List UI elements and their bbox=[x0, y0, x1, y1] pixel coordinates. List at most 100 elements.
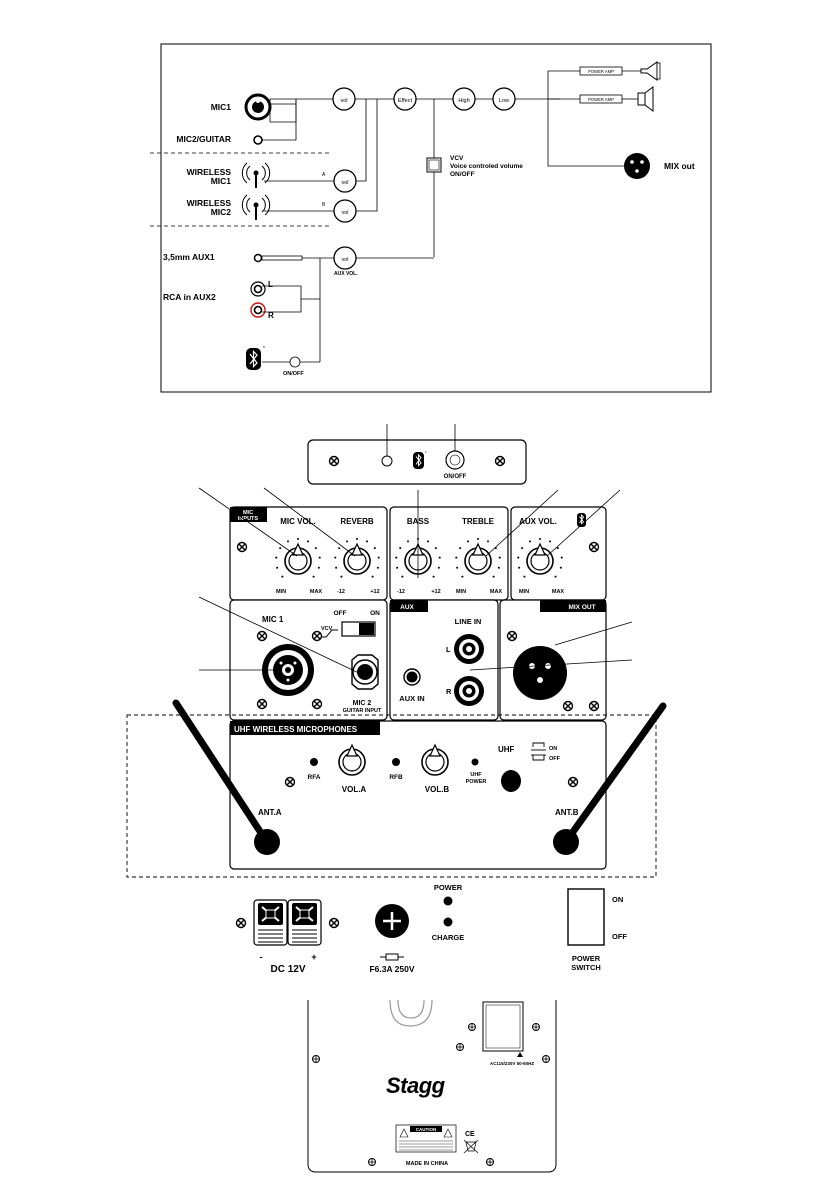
uhf-power-label-2: POWER bbox=[466, 779, 487, 785]
line-in-l-jack[interactable] bbox=[454, 634, 484, 664]
knob-scale-dot bbox=[334, 556, 337, 559]
uhf-power-button[interactable] bbox=[501, 770, 521, 792]
knob-scale-dot bbox=[276, 566, 279, 569]
knob-scale-dots bbox=[275, 538, 563, 578]
mic-inputs-label-2: INPUTS bbox=[238, 516, 259, 522]
mic-vol-max: MAX bbox=[310, 589, 323, 595]
rca-r-jack-icon bbox=[250, 302, 266, 318]
bt-power-button[interactable] bbox=[445, 450, 465, 470]
weee-bin-icon bbox=[463, 1139, 479, 1154]
dc-terminal-minus[interactable] bbox=[253, 899, 288, 946]
knob-scale-dot bbox=[376, 566, 379, 569]
vcv-onoff: ON/OFF bbox=[450, 171, 475, 178]
aux-vol-max: MAX bbox=[552, 589, 565, 595]
treble-min: MIN bbox=[456, 589, 466, 595]
knob-scale-dot bbox=[335, 566, 338, 569]
bt-indicator-led bbox=[381, 455, 393, 467]
uhf-on-label: ON bbox=[549, 746, 557, 752]
mix-out-xlr-jack[interactable] bbox=[513, 646, 567, 700]
control-panel: MIC INPUTS MIC VOL. REVERB BASS TREBLE A… bbox=[198, 487, 633, 721]
svg-text:vol: vol bbox=[340, 98, 347, 104]
ac-rating: AC115/230V 50-60HZ bbox=[490, 1061, 535, 1066]
bt-onoff-switch-icon bbox=[289, 356, 301, 368]
mic1-label: MIC 1 bbox=[262, 615, 284, 624]
knob-scale-dot bbox=[346, 540, 348, 543]
knob-scale-dot bbox=[487, 540, 489, 543]
knob-scale-dot bbox=[518, 566, 521, 569]
svg-text:CAUTION: CAUTION bbox=[416, 1127, 437, 1132]
bt-panel-bluetooth-icon: * bbox=[413, 450, 427, 469]
mic2-jack-icon bbox=[253, 135, 263, 145]
uhf-on-icon bbox=[531, 742, 546, 751]
mic2-guitar-label: MIC2/GUITAR bbox=[176, 134, 231, 144]
aux-tab bbox=[390, 600, 428, 612]
back-handle-icon bbox=[389, 999, 433, 1027]
power-row: - + DC 12V F6.3A 250V POWER CHARGE ON OF… bbox=[235, 883, 627, 975]
callout-lines bbox=[198, 487, 633, 676]
uhf-power-label-1: UHF bbox=[470, 772, 482, 778]
knob-scale-dot bbox=[401, 575, 404, 578]
ant-a-label: ANT.A bbox=[258, 808, 282, 817]
aux-in-jack[interactable] bbox=[403, 668, 421, 686]
wireless-a-vol-knob-node: vol bbox=[333, 169, 357, 193]
charge-led bbox=[443, 917, 453, 927]
dc-plus-label: + bbox=[311, 952, 316, 962]
knob-scale-dot bbox=[427, 540, 429, 543]
aux-vol-knob-node: vol bbox=[333, 246, 357, 270]
knob-scale-dot bbox=[437, 566, 440, 569]
antenna-a[interactable] bbox=[172, 699, 280, 855]
knob-scale-dot bbox=[377, 556, 380, 559]
knob-scale-dot bbox=[529, 540, 531, 543]
knob-scale-dot bbox=[560, 556, 563, 559]
knob-scale-dot bbox=[407, 540, 409, 543]
svg-text:POWER AMP: POWER AMP bbox=[588, 97, 614, 102]
knob-scale-dot bbox=[399, 547, 402, 550]
mic1-combo-jack[interactable] bbox=[262, 644, 314, 696]
rfb-led bbox=[392, 758, 400, 766]
knob-scale-dot bbox=[371, 575, 374, 578]
bluetooth-icon: * bbox=[246, 346, 265, 370]
svg-text:vol: vol bbox=[341, 257, 348, 263]
made-in-china: MADE IN CHINA bbox=[406, 1161, 448, 1167]
mic1-label: MIC1 bbox=[211, 102, 232, 112]
knob-scale-dot bbox=[523, 575, 526, 578]
antenna-b[interactable] bbox=[553, 702, 667, 855]
ac-inlet[interactable] bbox=[482, 1001, 524, 1052]
vcv-label: VCV bbox=[450, 155, 464, 162]
fuse-holder[interactable] bbox=[375, 904, 409, 938]
knob-scale-dot bbox=[366, 540, 368, 543]
vcv-curve-icon bbox=[320, 629, 338, 638]
rfa-label: RFA bbox=[308, 774, 321, 781]
knob-scale-dot bbox=[539, 538, 541, 540]
mic-inputs-tab bbox=[230, 507, 267, 522]
line-in-r-jack[interactable] bbox=[454, 676, 484, 706]
bt-panel-screw-right bbox=[494, 455, 506, 467]
woofer-icon bbox=[637, 86, 654, 112]
knob-scale-dot bbox=[287, 540, 289, 543]
tweeter-icon bbox=[640, 61, 661, 81]
power-switch-on-label: ON bbox=[612, 895, 623, 904]
line-in-r-label: R bbox=[446, 687, 452, 696]
power-switch[interactable] bbox=[567, 888, 605, 946]
knob-scale-dot bbox=[338, 547, 341, 550]
mic2-label: MIC 2 bbox=[353, 700, 372, 707]
wireless-mic1-antenna-icon bbox=[241, 162, 271, 189]
svg-text:vol: vol bbox=[341, 210, 348, 216]
svg-text:High: High bbox=[458, 98, 469, 104]
svg-text:POWER AMP: POWER AMP bbox=[588, 69, 614, 74]
line-in-l-label: L bbox=[446, 645, 451, 654]
mix-out-tab-label: MIX OUT bbox=[568, 604, 595, 611]
knob-scale-dot bbox=[318, 556, 321, 559]
knob-scale-dot bbox=[297, 538, 299, 540]
knob-scale-dot bbox=[314, 547, 317, 550]
knob-scale-dot bbox=[459, 547, 462, 550]
dc-terminal-plus[interactable] bbox=[287, 899, 322, 946]
knob-scale-dot bbox=[275, 556, 278, 559]
vol-a-label: VOL.A bbox=[342, 785, 367, 794]
uhf-title: UHF WIRELESS MICROPHONES bbox=[234, 725, 358, 734]
vcv-toggle-switch[interactable] bbox=[341, 621, 376, 637]
power-switch-label-2: SWITCH bbox=[571, 963, 601, 972]
uhf-off-icon bbox=[531, 754, 546, 761]
mic2-guitar-jack[interactable] bbox=[351, 654, 379, 690]
mix-out-xlr-icon bbox=[624, 153, 650, 179]
